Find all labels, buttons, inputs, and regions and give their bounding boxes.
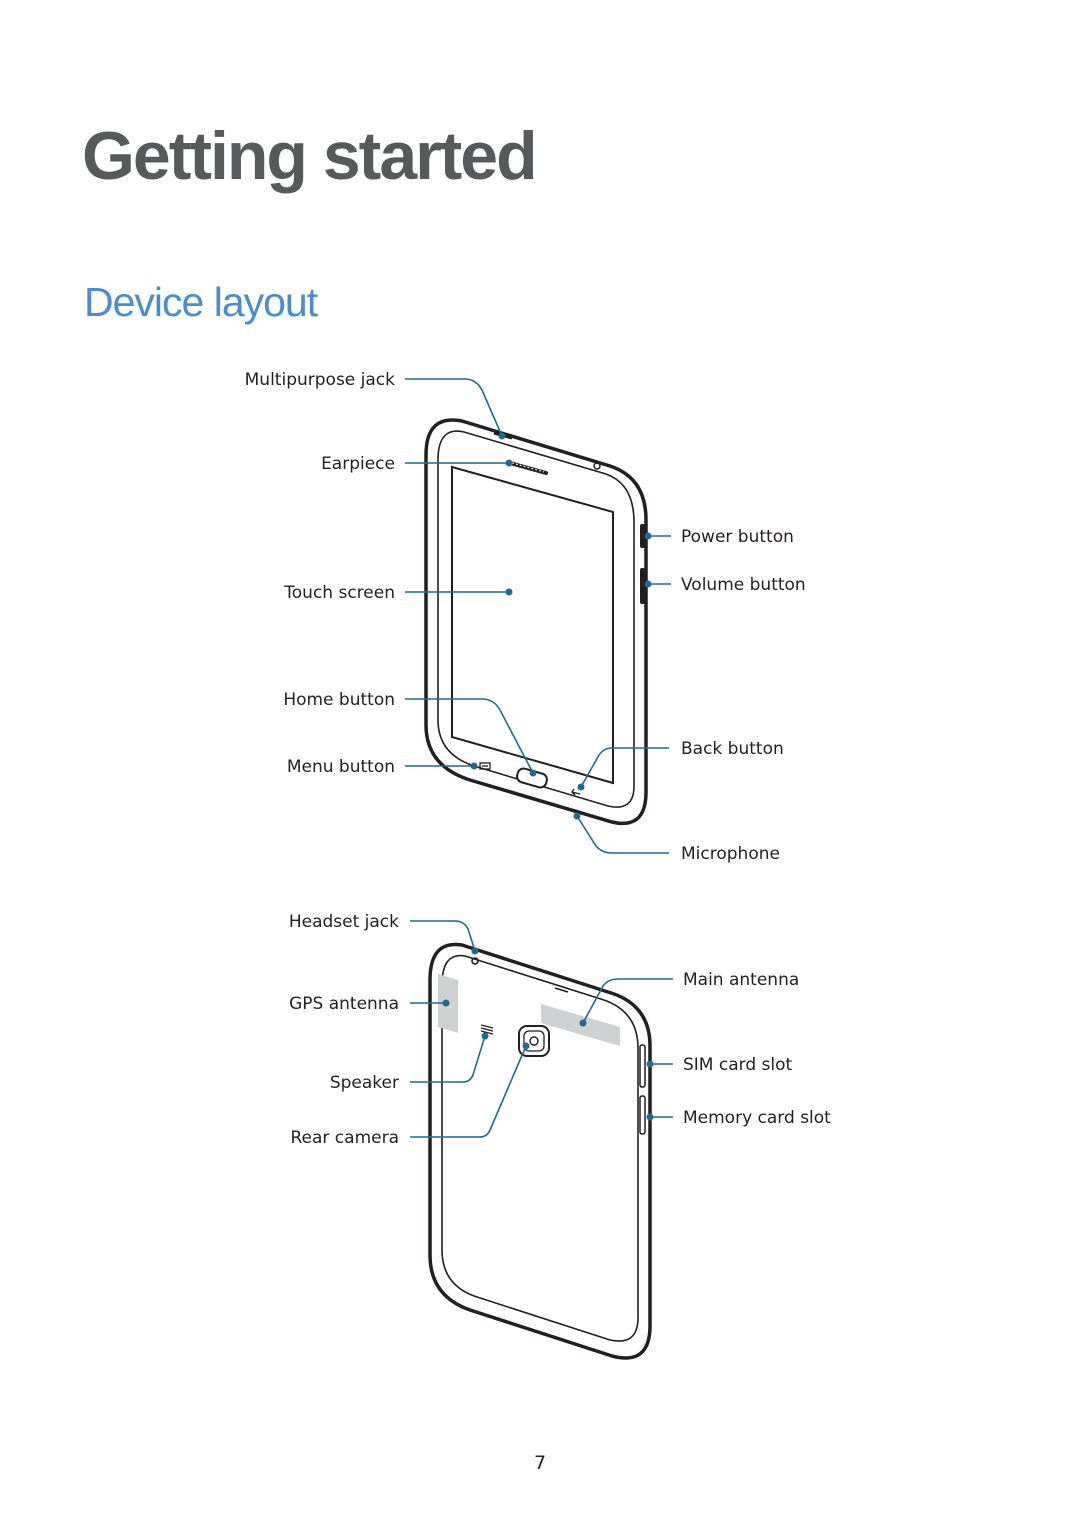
menu-button-label: Menu button [287, 757, 395, 777]
back-bezel-line [441, 954, 639, 1342]
microphone-hole [573, 809, 581, 813]
back-view [428, 942, 652, 1360]
touch-screen-panel [451, 465, 614, 785]
page-number: 7 [533, 1452, 547, 1474]
headset-jack-port [471, 957, 479, 965]
power-key [640, 524, 645, 548]
rear-camera-label: Rear camera [290, 1128, 399, 1148]
power-button-label: Power button [681, 527, 794, 547]
volume-key [640, 568, 645, 604]
back-callouts [410, 920, 673, 1138]
memory-card-slot-shape [639, 1095, 646, 1135]
rear-camera-lens [518, 1025, 550, 1057]
sim-card-slot-shape [639, 1044, 646, 1088]
volume-button-label: Volume button [681, 575, 806, 595]
chapter-title: Getting started [82, 118, 538, 194]
menu-key-icon [479, 762, 491, 770]
back-device-body [428, 942, 652, 1360]
headset-jack-label: Headset jack [289, 912, 399, 932]
memory-card-slot-label: Memory card slot [683, 1108, 831, 1128]
front-view [424, 418, 648, 826]
main-antenna-label: Main antenna [683, 970, 799, 990]
speaker-label: Speaker [330, 1073, 399, 1093]
front-callouts [405, 378, 671, 854]
multipurpose-jack-label: Multipurpose jack [245, 370, 396, 390]
microphone-label: Microphone [681, 844, 780, 864]
back-key-icon [571, 788, 581, 796]
touch-screen-label: Touch screen [283, 583, 395, 603]
earpiece-label: Earpiece [321, 454, 395, 474]
home-button-label: Home button [283, 690, 395, 710]
gps-antenna-label: GPS antenna [289, 994, 399, 1014]
speaker-grille [480, 1024, 494, 1035]
back-button-label: Back button [681, 739, 784, 759]
sim-card-slot-label: SIM card slot [683, 1055, 793, 1075]
front-sensor [593, 462, 601, 470]
section-title: Device layout [84, 279, 318, 325]
